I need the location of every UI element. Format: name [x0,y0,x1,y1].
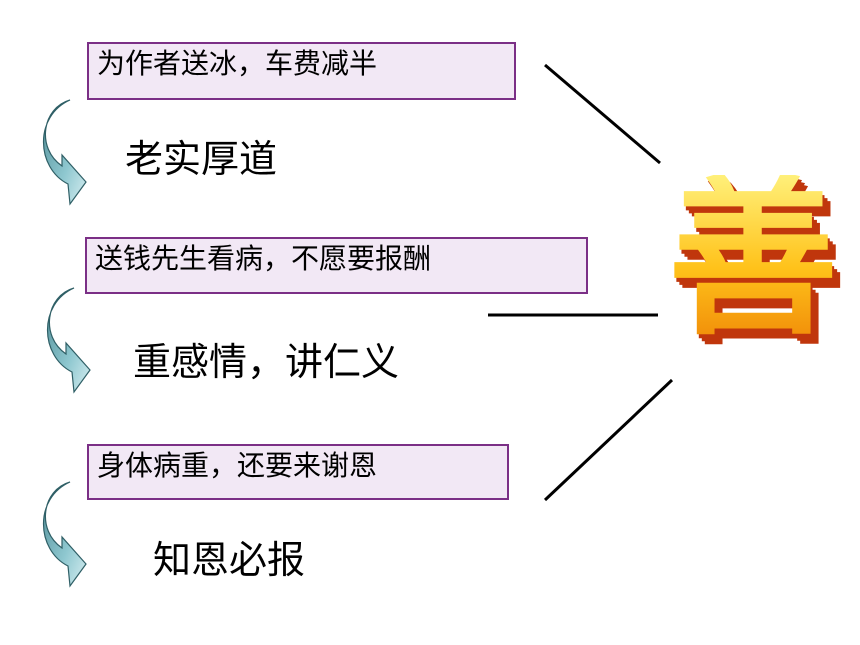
connector-line-1 [544,63,661,165]
connector-line-3 [543,378,674,502]
center-character: 善 善 善 善 [668,175,848,375]
center-character-side: 善 [673,182,843,352]
event-box-1-text: 为作者送冰，车费减半 [97,47,378,80]
trait-text-2: 重感情，讲仁义 [133,340,400,384]
event-box-3: 身体病重，还要来谢恩 [87,444,509,500]
curved-arrow-icon [42,99,87,206]
event-box-2-text: 送钱先生看病，不愿要报酬 [95,242,432,275]
curved-arrow-icon [46,287,91,394]
event-box-1: 为作者送冰，车费减半 [87,42,516,100]
event-box-2: 送钱先生看病，不愿要报酬 [85,237,588,294]
center-character-side: 善 [676,185,846,355]
curved-arrow-icon [42,481,87,588]
trait-text-1: 老实厚道 [125,137,278,181]
center-character-face: 善 [668,161,839,359]
event-box-3-text: 身体病重，还要来谢恩 [97,449,378,482]
center-character-side: 善 [670,179,840,349]
trait-text-3: 知恩必报 [153,538,306,582]
